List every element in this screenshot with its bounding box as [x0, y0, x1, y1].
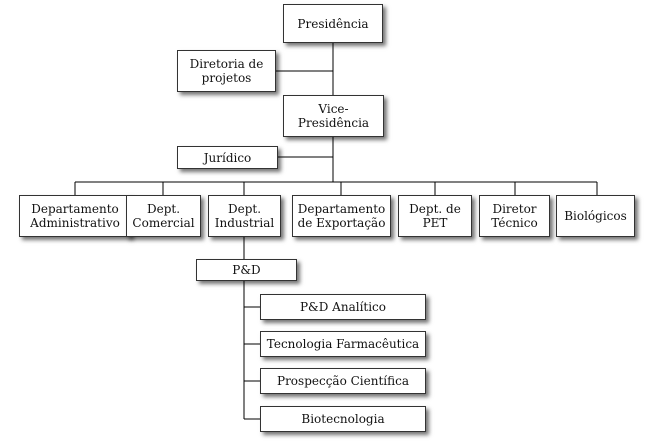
- node-label: Departamento: [297, 202, 386, 216]
- node-label: Presidência: [297, 116, 370, 130]
- node-label: Dept. de: [409, 202, 461, 216]
- node-diretor-tecnico: Diretor Técnico: [479, 195, 550, 237]
- node-dept-industrial: Dept. Industrial: [208, 195, 281, 237]
- node-label: Administrativo: [30, 216, 120, 230]
- node-label: Tecnologia Farmacêutica: [266, 337, 420, 351]
- node-label: Diretor: [492, 202, 537, 216]
- node-label: Jurídico: [203, 150, 252, 165]
- node-label: Dept.: [227, 202, 262, 216]
- node-label: Biológicos: [564, 209, 627, 223]
- node-departamento-exportacao: Departamento de Exportação: [292, 195, 391, 237]
- node-label: Comercial: [132, 216, 195, 230]
- node-label: PET: [422, 216, 448, 230]
- node-label: P&D Analítico: [299, 300, 387, 314]
- node-label: Dept.: [146, 202, 181, 216]
- node-label: P&D: [232, 263, 261, 277]
- node-tecnologia-farmaceutica: Tecnologia Farmacêutica: [260, 331, 426, 357]
- node-label: de Exportação: [297, 216, 386, 230]
- node-label: Vice-: [318, 102, 349, 116]
- node-pd-analitico: P&D Analítico: [260, 294, 426, 320]
- node-label: projetos: [201, 71, 252, 85]
- node-diretoria-projetos: Diretoria de projetos: [177, 50, 276, 92]
- node-label: Presidência: [297, 16, 369, 31]
- node-label: Diretoria de: [189, 57, 264, 71]
- node-vice-presidencia: Vice- Presidência: [283, 95, 384, 137]
- node-label: Prospecção Científica: [277, 374, 409, 388]
- node-biologicos: Biológicos: [556, 195, 635, 237]
- node-dept-pet: Dept. de PET: [398, 195, 472, 237]
- node-juridico: Jurídico: [177, 146, 278, 169]
- node-biotecnologia: Biotecnologia: [260, 406, 426, 432]
- node-label: Biotecnologia: [301, 412, 385, 426]
- node-prospeccao-cientifica: Prospecção Científica: [260, 368, 426, 394]
- node-label: Técnico: [491, 216, 538, 230]
- node-pd: P&D: [196, 259, 297, 281]
- node-label: Industrial: [214, 216, 275, 230]
- node-departamento-administrativo: Departamento Administrativo: [19, 195, 131, 237]
- node-presidencia: Presidência: [283, 4, 383, 43]
- node-dept-comercial: Dept. Comercial: [126, 195, 201, 237]
- node-label: Departamento: [31, 202, 119, 216]
